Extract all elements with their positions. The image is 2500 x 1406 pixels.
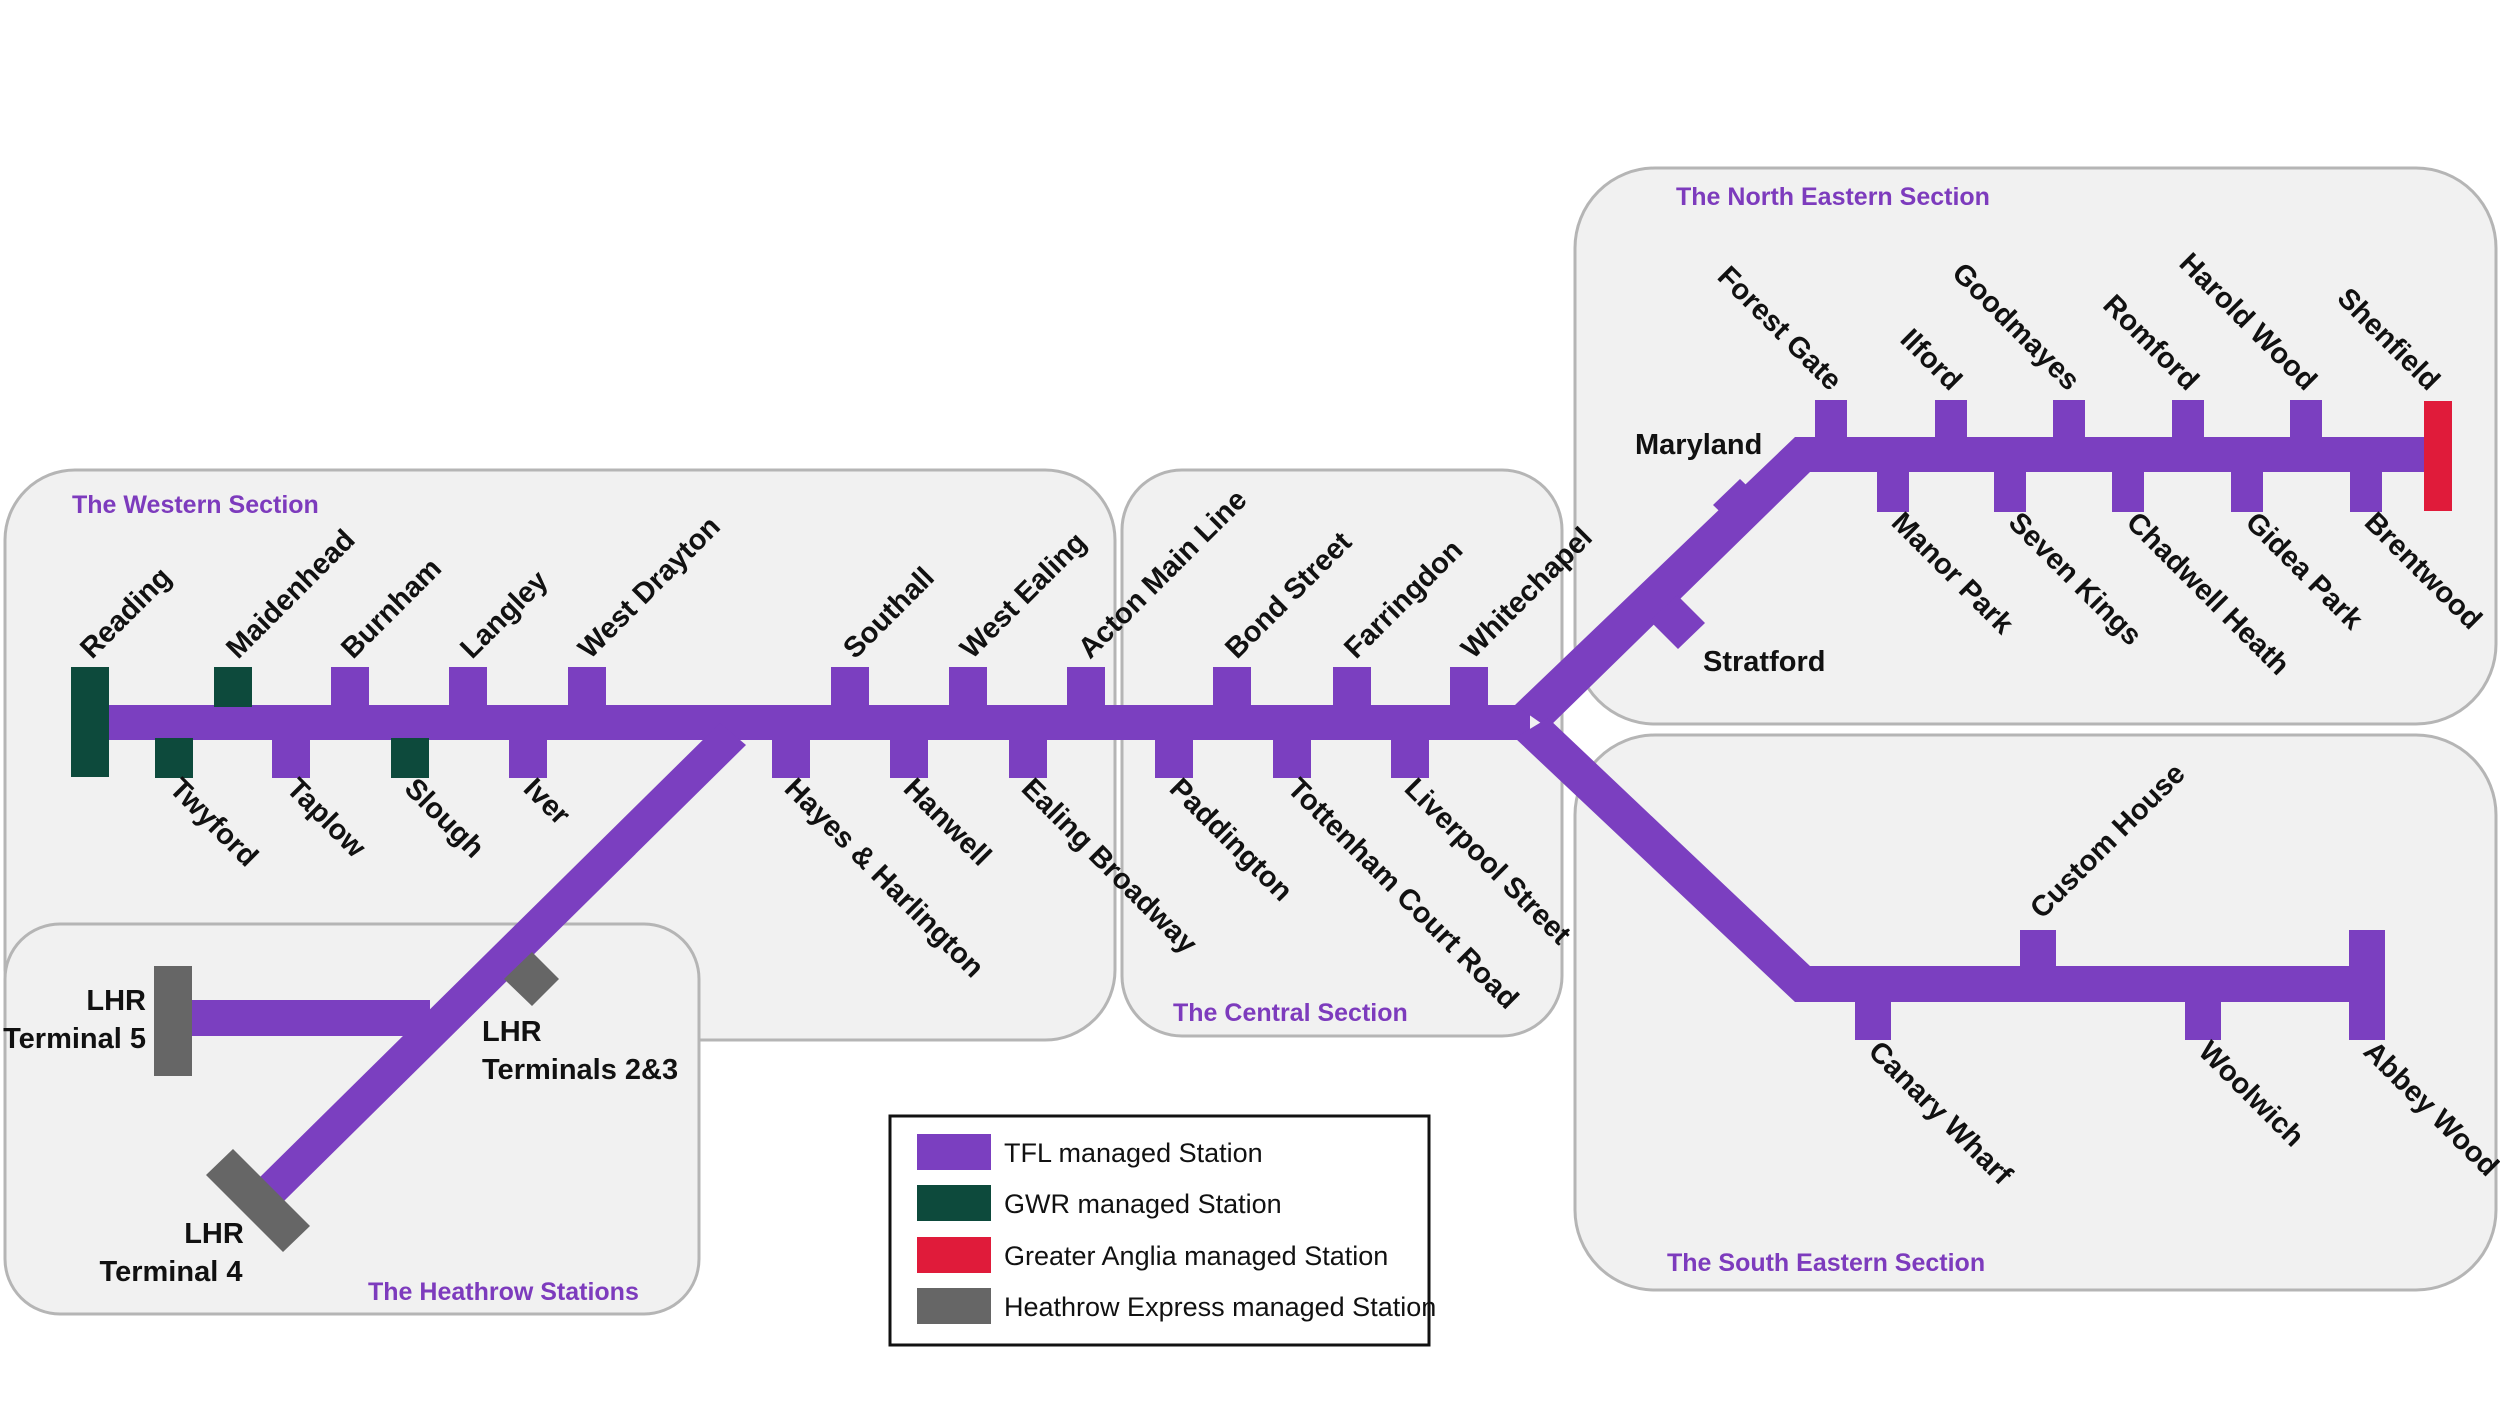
- legend-swatch-gwr: [917, 1185, 991, 1221]
- marker-ealing-broadway: [1009, 738, 1047, 778]
- legend-label-tfl: TFL managed Station: [1004, 1138, 1263, 1168]
- marker-twyford: [155, 738, 193, 778]
- branch-track-heathrow: [257, 723, 746, 1202]
- marker-west-drayton: [568, 667, 606, 707]
- north-eastern-section-title: The North Eastern Section: [1676, 183, 1990, 211]
- label-lhr-terminals-2-3-line2: Terminals 2&3: [482, 1054, 678, 1086]
- marker-gidea-park: [2231, 470, 2263, 512]
- marker-langley: [449, 667, 487, 707]
- marker-paddington: [1155, 738, 1193, 778]
- legend: TFL managed Station GWR managed Station …: [888, 1114, 1436, 1347]
- marker-lhr-terminal-5: [154, 966, 192, 1076]
- marker-woolwich: [2185, 998, 2221, 1040]
- marker-goodmayes: [2053, 400, 2085, 440]
- marker-chadwell-heath: [2112, 470, 2144, 512]
- track-terminal-5: [190, 1000, 430, 1036]
- south-eastern-section-title: The South Eastern Section: [1667, 1249, 1985, 1277]
- marker-lhr-terminals-2-3: [504, 952, 559, 1006]
- station-markers: [71, 400, 2452, 1252]
- marker-liverpool-street: [1391, 738, 1429, 778]
- label-maryland: Maryland: [1635, 429, 1762, 461]
- marker-maidenhead: [214, 667, 252, 707]
- marker-reading: [71, 667, 109, 777]
- marker-acton-main-line: [1067, 667, 1105, 707]
- marker-southall: [831, 667, 869, 707]
- marker-lhr-terminal-4: [206, 1149, 310, 1252]
- marker-slough: [391, 738, 429, 778]
- marker-manor-park: [1877, 470, 1909, 512]
- label-lhr-terminal-5-line1: LHR: [86, 985, 146, 1017]
- legend-swatch-tfl: [917, 1134, 991, 1170]
- marker-burnham: [331, 667, 369, 707]
- heathrow-section-title: The Heathrow Stations: [368, 1278, 639, 1306]
- legend-label-greater-anglia: Greater Anglia managed Station: [1004, 1241, 1388, 1271]
- marker-forest-gate: [1815, 400, 1847, 440]
- marker-hanwell: [890, 738, 928, 778]
- label-lhr-terminals-2-3-line1: LHR: [482, 1016, 542, 1048]
- marker-romford: [2172, 400, 2204, 440]
- marker-tottenham-court-road: [1273, 738, 1311, 778]
- central-section-title: The Central Section: [1173, 999, 1408, 1027]
- marker-iver: [509, 738, 547, 778]
- label-lhr-terminal-4-line2: Terminal 4: [100, 1256, 243, 1288]
- marker-brentwood: [2350, 470, 2382, 512]
- marker-canary-wharf: [1855, 998, 1891, 1040]
- main-track-west-central: [92, 705, 1530, 740]
- branch-track-south-east: [1515, 718, 2366, 1002]
- label-stratford: Stratford: [1703, 646, 1825, 678]
- western-section-title: The Western Section: [72, 491, 319, 519]
- legend-label-heathrow-express: Heathrow Express managed Station: [1004, 1292, 1436, 1322]
- marker-farringdon: [1333, 667, 1371, 707]
- marker-west-ealing: [949, 667, 987, 707]
- marker-bond-street: [1213, 667, 1251, 707]
- marker-ilford: [1935, 400, 1967, 440]
- south-eastern-section-box: [1573, 733, 2498, 1292]
- marker-seven-kings: [1994, 470, 2026, 512]
- marker-taplow: [272, 738, 310, 778]
- marker-abbey-wood: [2349, 930, 2385, 1040]
- legend-swatch-greater-anglia: [917, 1237, 991, 1273]
- label-lhr-terminal-4-line1: LHR: [184, 1218, 244, 1250]
- legend-swatch-heathrow-express: [917, 1288, 991, 1324]
- legend-label-gwr: GWR managed Station: [1004, 1189, 1282, 1219]
- marker-harold-wood: [2290, 400, 2322, 440]
- marker-maryland: [1713, 479, 1768, 532]
- marker-custom-house: [2020, 930, 2056, 970]
- label-lhr-terminal-5-line2: Terminal 5: [3, 1023, 146, 1055]
- marker-whitechapel: [1450, 667, 1488, 707]
- marker-hayes-harlington: [772, 738, 810, 778]
- marker-stratford: [1650, 595, 1705, 649]
- marker-shenfield: [2424, 401, 2452, 511]
